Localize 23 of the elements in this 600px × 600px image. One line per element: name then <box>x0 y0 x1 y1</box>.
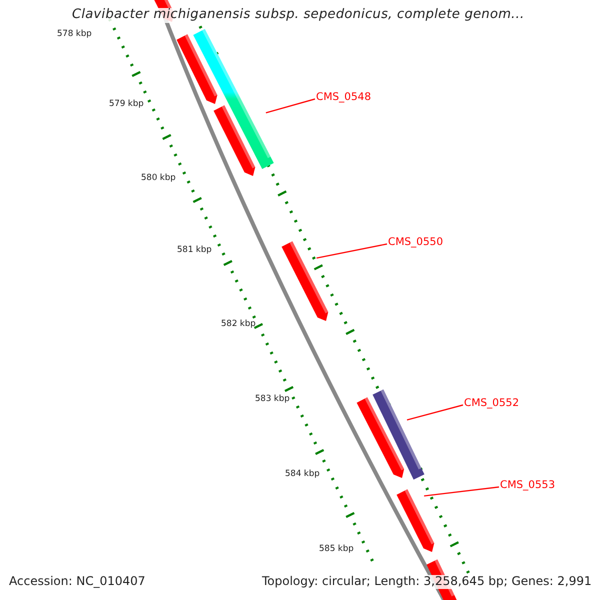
gene-arrow <box>372 389 424 480</box>
leader-line <box>266 98 316 114</box>
gene-label: CMS_0553 <box>500 479 556 492</box>
scale-label: 585 kbp <box>319 545 354 555</box>
genome-summary: Topology: circular; Length: 3,258,645 bp; Genes: 2,991 <box>262 575 592 589</box>
gene-label: CMS_0550 <box>388 236 444 248</box>
accession-label: Accession: NC_010407 <box>9 575 146 589</box>
gene-label: CMS_0552 <box>464 397 520 410</box>
scale-label: 584 kbp <box>285 470 320 480</box>
gene-arrow <box>282 241 328 321</box>
leader-line <box>406 404 464 420</box>
gene-arrow <box>193 29 274 169</box>
title: Clavibacter michiganensis subsp. sepedonicus, complete genom... <box>72 8 524 23</box>
gene-arrow <box>396 489 434 552</box>
scale-label: 582 kbp <box>221 320 256 330</box>
scale-label: 583 kbp <box>255 395 290 405</box>
scale-label: 579 kbp <box>109 100 144 110</box>
scale-label: 581 kbp <box>177 246 212 256</box>
leader-line <box>316 243 388 259</box>
scale-label: 580 kbp <box>141 174 176 184</box>
scale-label: 578 kbp <box>57 30 92 40</box>
gene-label: CMS_0548 <box>316 91 372 104</box>
leader-line <box>424 486 500 497</box>
